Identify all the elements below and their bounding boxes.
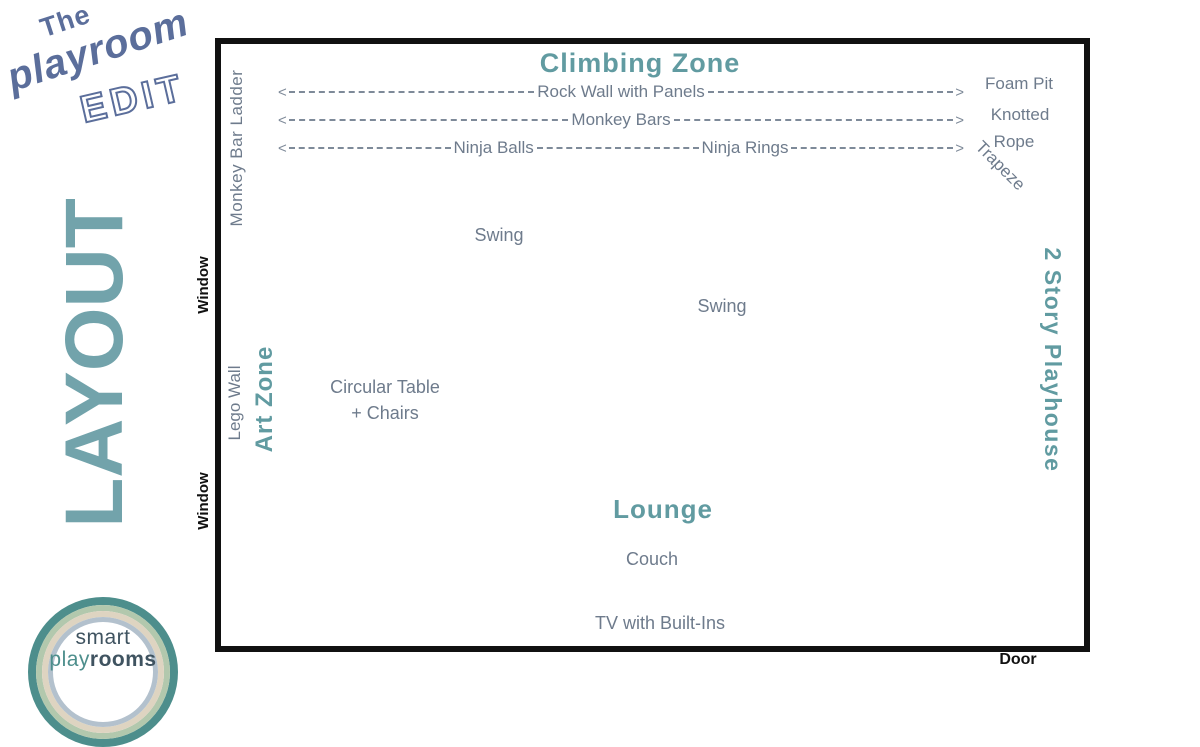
dashed-line	[673, 119, 954, 121]
door-label: Door	[999, 651, 1037, 668]
swing-label-1: Swing	[474, 225, 524, 245]
circular-table-line1: Circular Table	[330, 377, 440, 397]
smart-playrooms-logo: smart playrooms	[28, 597, 178, 747]
page-title-layout: LAYOUT	[49, 198, 140, 528]
left-arrow-icon: <	[278, 83, 287, 101]
climbing-zone-title: Climbing Zone	[539, 48, 741, 78]
logo-wordmark: smart playrooms	[28, 627, 178, 671]
circular-table-label: Circular Table + Chairs	[285, 374, 485, 426]
rock-wall-span: < Rock Wall with Panels >	[278, 78, 964, 106]
window-label-bottom: Window	[195, 472, 212, 530]
dashed-line	[288, 119, 569, 121]
dashed-line	[288, 91, 535, 93]
monkey-bar-ladder-label: Monkey Bar Ladder	[227, 69, 246, 227]
couch-label: Couch	[625, 549, 679, 569]
dashed-line	[791, 147, 954, 149]
logo-smart-text: smart	[75, 626, 131, 649]
foam-pit-label: Foam Pit	[984, 74, 1054, 93]
room-floorplan: Climbing Zone < Rock Wall with Panels > …	[215, 38, 1090, 652]
ninja-balls-label: Ninja Balls	[453, 138, 534, 157]
left-arrow-icon: <	[278, 139, 287, 157]
left-arrow-icon: <	[278, 111, 287, 129]
rock-wall-label: Rock Wall with Panels	[537, 82, 705, 101]
right-arrow-icon: >	[955, 111, 965, 129]
knotted-rope-label-line2: Rope	[993, 132, 1035, 151]
monkey-bars-span: < Monkey Bars >	[278, 106, 964, 134]
logo-rooms-text: rooms	[89, 648, 157, 671]
art-zone-title: Art Zone	[251, 345, 278, 453]
right-arrow-icon: >	[955, 139, 964, 157]
lounge-title: Lounge	[613, 494, 713, 524]
dashed-line	[536, 147, 699, 149]
logo-play-text: play	[49, 648, 90, 671]
right-arrow-icon: >	[955, 83, 965, 101]
knotted-rope-label-line1: Knotted	[990, 105, 1050, 124]
monkey-bars-label: Monkey Bars	[571, 110, 671, 129]
ninja-rings-label: Ninja Rings	[701, 138, 789, 157]
swing-label-2: Swing	[697, 296, 747, 316]
playhouse-title: 2 Story Playhouse	[1040, 247, 1066, 473]
tv-label: TV with Built-Ins	[594, 613, 726, 633]
climbing-zone-spans: < Rock Wall with Panels > < Monkey Bars …	[278, 78, 964, 162]
logo-playrooms-text: playrooms	[28, 649, 178, 671]
lego-wall-label: Lego Wall	[225, 365, 244, 441]
window-label-top: Window	[195, 256, 212, 314]
ninja-span: < Ninja Balls Ninja Rings >	[278, 134, 964, 162]
dashed-line	[288, 147, 451, 149]
circular-table-line2: + Chairs	[351, 403, 419, 423]
dashed-line	[707, 91, 954, 93]
brand-edit: EDIT	[76, 66, 191, 133]
